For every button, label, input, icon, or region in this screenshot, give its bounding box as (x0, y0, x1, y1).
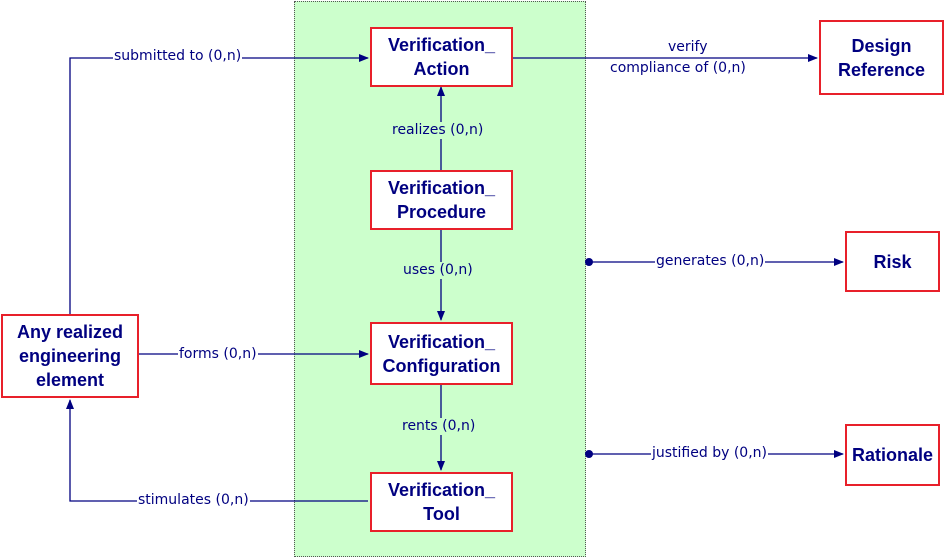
node-risk[interactable]: Risk (845, 231, 940, 292)
node-any-realized-line3: element (35, 370, 105, 390)
label-forms: forms (0,n) (178, 346, 258, 363)
node-verification-configuration[interactable]: Verification_ Configuration (370, 322, 513, 385)
node-verification-tool-line2: Tool (423, 504, 460, 524)
node-any-realized-engineering-element[interactable]: Any realized engineering element (1, 314, 139, 398)
node-design-reference-line2: Reference (837, 59, 926, 80)
node-rationale[interactable]: Rationale (845, 424, 940, 486)
node-verification-tool[interactable]: Verification_ Tool (370, 472, 513, 532)
node-design-reference-line1: Design (851, 35, 912, 56)
label-compliance-of: compliance of (0,n) (609, 60, 747, 77)
node-verification-procedure-line1: Verification_ (387, 178, 496, 198)
node-verification-action-line1: Verification_ (387, 35, 496, 55)
label-submitted-to: submitted to (0,n) (113, 48, 243, 65)
label-verify: verify (667, 39, 709, 56)
node-any-realized-line2: engineering (18, 346, 121, 366)
node-any-realized-line1: Any realized (16, 322, 124, 342)
node-design-reference[interactable]: Design Reference (819, 20, 944, 95)
node-rationale-line1: Rationale (851, 445, 934, 465)
edge-submitted-to (69, 54, 369, 314)
edge-stimulates (66, 399, 368, 502)
edge-generates-origin-dot (585, 258, 593, 266)
node-verification-action[interactable]: Verification_ Action (370, 27, 513, 87)
label-stimulates: stimulates (0,n) (137, 492, 250, 509)
node-verification-procedure[interactable]: Verification_ Procedure (370, 170, 513, 230)
edge-justified-by-origin-dot (585, 450, 593, 458)
label-generates: generates (0,n) (655, 253, 766, 270)
node-verification-action-line2: Action (413, 59, 470, 79)
node-verification-tool-line1: Verification_ (387, 480, 496, 500)
label-justified-by: justified by (0,n) (651, 445, 768, 462)
node-verification-configuration-line2: Configuration (382, 355, 501, 376)
label-uses: uses (0,n) (402, 262, 474, 279)
label-realizes: realizes (0,n) (391, 122, 485, 139)
label-rents: rents (0,n) (401, 418, 477, 435)
node-verification-procedure-line2: Procedure (396, 202, 487, 222)
node-risk-line1: Risk (873, 251, 912, 272)
node-verification-configuration-line1: Verification_ (387, 331, 496, 352)
